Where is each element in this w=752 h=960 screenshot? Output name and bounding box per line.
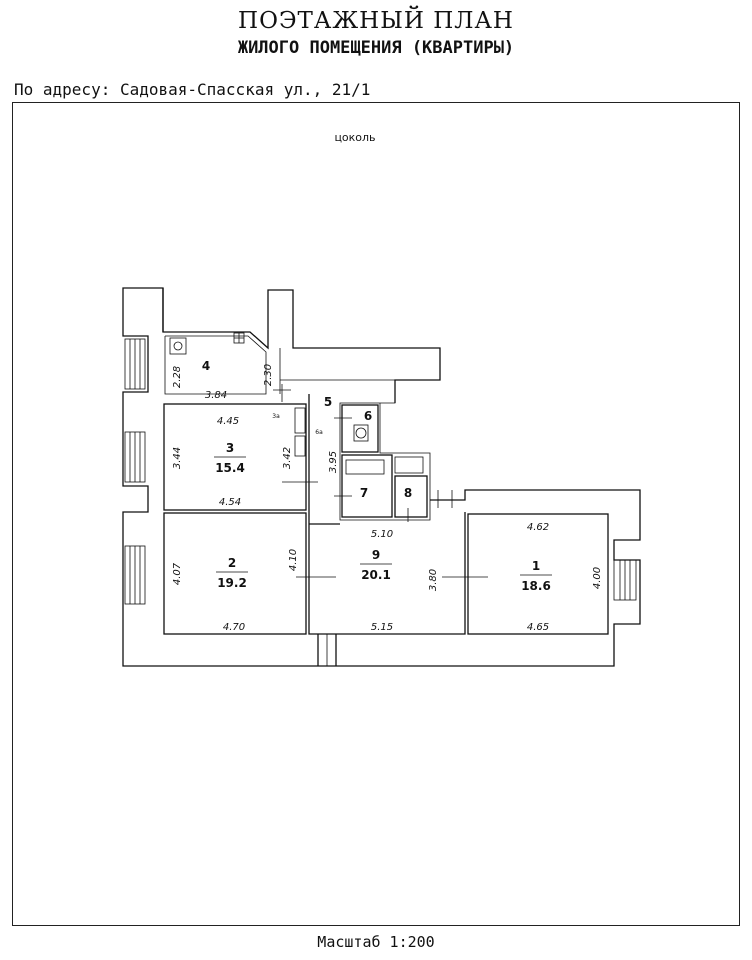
dim-407: 4.07	[172, 562, 183, 585]
dim-380: 3.80	[428, 569, 439, 591]
dim-462: 4.62	[527, 522, 549, 533]
dim-515: 5.15	[371, 622, 393, 633]
right-window	[613, 559, 637, 601]
room-4-number: 4	[202, 359, 210, 373]
room4-fixtures	[169, 332, 245, 355]
door-marks	[273, 384, 488, 578]
dim-342: 3.42	[282, 447, 293, 469]
left-windows	[124, 338, 146, 605]
room-3-number: 3	[226, 441, 234, 455]
room-2-number: 2	[228, 556, 236, 570]
dim-384: 3.84	[205, 390, 227, 401]
dim-228: 2.28	[172, 366, 183, 388]
dim-510: 5.10	[371, 529, 393, 540]
outer-walls	[122, 287, 641, 667]
dim-344: 3.44	[172, 447, 183, 469]
plan-subtitle: ЖИЛОГО ПОМЕЩЕНИЯ (КВАРТИРЫ)	[237, 38, 515, 58]
dim-454: 4.54	[219, 497, 241, 508]
entrance	[317, 634, 337, 666]
room-9-number: 9	[372, 548, 380, 562]
floor-label: цоколь	[334, 131, 375, 144]
room-2-area: 19.2	[217, 576, 247, 590]
dim-395: 3.95	[328, 451, 339, 473]
drawing-frame	[12, 102, 740, 926]
dim-470: 4.70	[223, 622, 245, 633]
dim-400: 4.00	[592, 567, 603, 589]
room-3-area: 15.4	[215, 461, 245, 475]
scale-label: Масштаб 1:200	[317, 933, 435, 951]
room-1-number: 1	[532, 559, 540, 573]
room-6-number: 6	[364, 409, 372, 423]
room-3a-number: 3а	[272, 413, 280, 420]
address-line: По адресу: Садовая-Спасская ул., 21/1	[14, 80, 371, 99]
room-5-number: 5	[324, 395, 332, 409]
plan-title: ПОЭТАЖНЫЙ ПЛАН	[238, 8, 514, 34]
room-9-area: 20.1	[361, 568, 391, 582]
dim-230: 2.30	[263, 364, 274, 386]
dim-445: 4.45	[217, 416, 239, 427]
room-8-number: 8	[404, 486, 412, 500]
room-1-area: 18.6	[521, 579, 551, 593]
dim-465: 4.65	[527, 622, 549, 633]
dim-410: 4.10	[288, 549, 299, 571]
room-7-number: 7	[360, 486, 368, 500]
room-6a-number: 6а	[315, 429, 323, 436]
room-walls	[163, 394, 609, 635]
